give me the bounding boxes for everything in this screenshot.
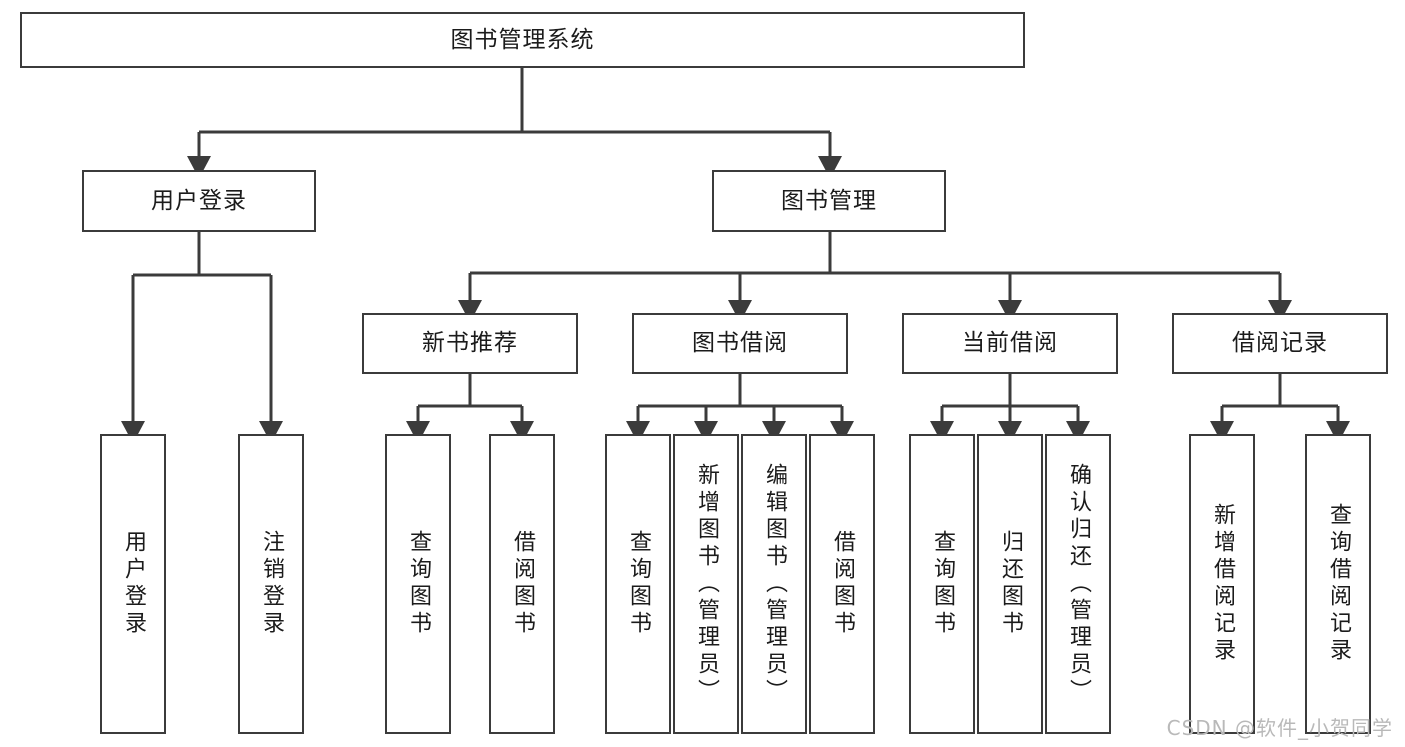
node-label: 新书推荐: [422, 330, 518, 357]
node-label: 查询图书: [930, 530, 955, 638]
node-leaf-borrow-book-2[interactable]: 借阅图书: [809, 434, 875, 734]
node-label: 图书管理系统: [450, 26, 595, 53]
node-label: 新增借阅记录: [1210, 503, 1235, 665]
node-label: 查询图书: [406, 530, 431, 638]
node-label: 借阅图书: [830, 530, 855, 638]
node-user-login[interactable]: 用户登录: [82, 170, 316, 232]
node-leaf-query-book-3[interactable]: 查询图书: [909, 434, 975, 734]
node-leaf-logout-login[interactable]: 注销登录: [238, 434, 304, 734]
node-leaf-edit-book-admin[interactable]: 编辑图书（管理员）: [741, 434, 807, 734]
node-label: 用户登录: [121, 530, 146, 638]
node-book-borrow[interactable]: 图书借阅: [632, 313, 848, 374]
node-borrow-record[interactable]: 借阅记录: [1172, 313, 1388, 374]
node-leaf-user-login[interactable]: 用户登录: [100, 434, 166, 734]
node-label: 图书管理: [781, 187, 877, 214]
node-leaf-add-borrow-record[interactable]: 新增借阅记录: [1189, 434, 1255, 734]
node-label: 借阅记录: [1232, 330, 1328, 357]
node-label: 新增图书（管理员）: [694, 462, 719, 706]
node-label: 编辑图书（管理员）: [762, 462, 787, 706]
node-leaf-query-borrow-record[interactable]: 查询借阅记录: [1305, 434, 1371, 734]
node-label: 确认归还（管理员）: [1066, 462, 1091, 706]
node-leaf-confirm-return-admin[interactable]: 确认归还（管理员）: [1045, 434, 1111, 734]
node-label: 查询图书: [626, 530, 651, 638]
node-leaf-query-book-1[interactable]: 查询图书: [385, 434, 451, 734]
node-leaf-return-book[interactable]: 归还图书: [977, 434, 1043, 734]
node-new-book-recommend[interactable]: 新书推荐: [362, 313, 578, 374]
node-book-management-system[interactable]: 图书管理系统: [20, 12, 1025, 68]
node-leaf-add-book-admin[interactable]: 新增图书（管理员）: [673, 434, 739, 734]
node-label: 借阅图书: [510, 530, 535, 638]
node-leaf-query-book-2[interactable]: 查询图书: [605, 434, 671, 734]
node-book-management[interactable]: 图书管理: [712, 170, 946, 232]
node-label: 用户登录: [151, 187, 247, 214]
node-leaf-borrow-book-1[interactable]: 借阅图书: [489, 434, 555, 734]
node-label: 图书借阅: [692, 330, 788, 357]
node-label: 查询借阅记录: [1326, 503, 1351, 665]
node-current-borrow[interactable]: 当前借阅: [902, 313, 1118, 374]
node-label: 注销登录: [259, 530, 284, 638]
node-label: 归还图书: [998, 530, 1023, 638]
node-label: 当前借阅: [962, 330, 1058, 357]
